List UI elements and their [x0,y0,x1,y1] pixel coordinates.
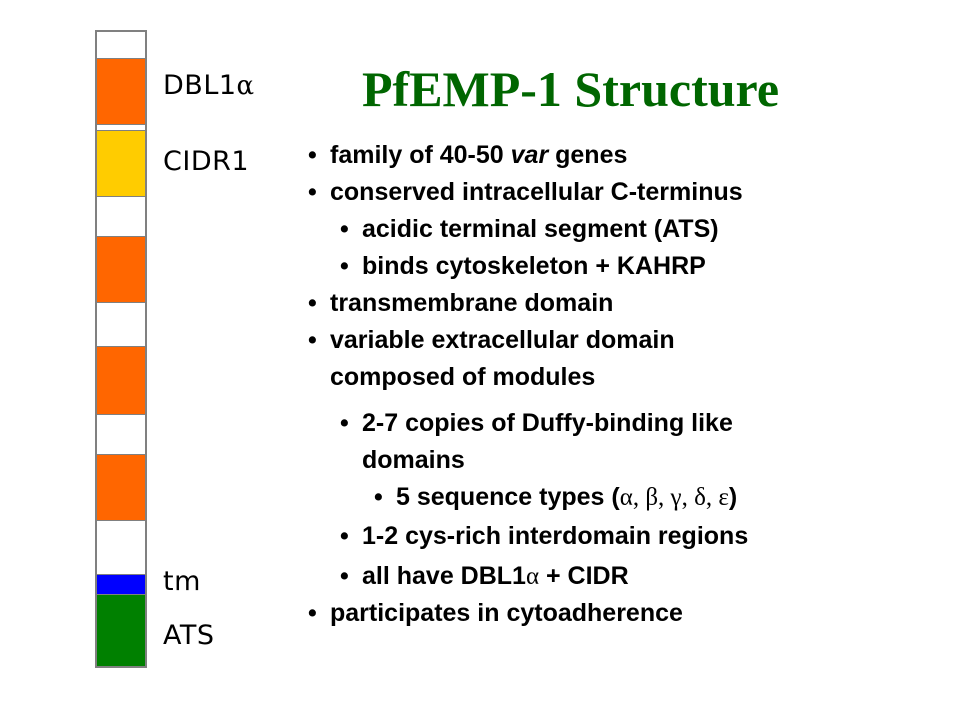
bullet-binds: •binds cytoskeleton + KAHRP [340,252,706,280]
segment-linker [97,196,145,236]
label-dbl1-alpha: DBL1α [163,70,255,101]
segment-ats [97,594,145,666]
label-cidr1: CIDR1 [163,146,250,177]
label-ats: ATS [163,620,215,651]
bullet-conserved: •conserved intracellular C-terminus [308,178,743,206]
label-dbl1-greek: α [236,71,255,101]
segment-tm [97,574,145,594]
segment-linker-top [97,32,145,58]
bullet-variable: •variable extracellular domain [308,326,675,354]
page-title: PfEMP-1 Structure [362,61,780,117]
segment-linker [97,520,145,574]
label-dbl1-text: DBL1 [163,70,237,101]
bullet-all-have: • all have DBL1α + CIDR [340,562,629,590]
segment-linker [97,414,145,454]
bullet-ats: •acidic terminal segment (ATS) [340,215,719,243]
segment-dbl [97,236,145,302]
segment-dbl [97,454,145,520]
segment-cidr1 [97,130,145,196]
bullet-cytoadherence: •participates in cytoadherence [308,599,683,627]
segment-dbl [97,346,145,414]
bullet-copies-cont: domains [362,446,465,474]
domain-structure-bar [95,30,147,668]
bullet-copies: •2-7 copies of Duffy-binding like [340,409,733,437]
segment-linker [97,302,145,346]
bullet-cys-rich: •1-2 cys-rich interdomain regions [340,522,749,550]
bullet-family: • family of 40-50 var genes [308,141,628,169]
segment-dbl1-alpha [97,58,145,124]
bullet-sequence-types: • 5 sequence types (α, β, γ, δ, ε) [374,483,738,511]
bullet-transmembrane: •transmembrane domain [308,289,614,317]
label-tm: tm [163,566,201,597]
segment-linker [97,124,145,130]
bullet-variable-cont: composed of modules [330,363,596,391]
